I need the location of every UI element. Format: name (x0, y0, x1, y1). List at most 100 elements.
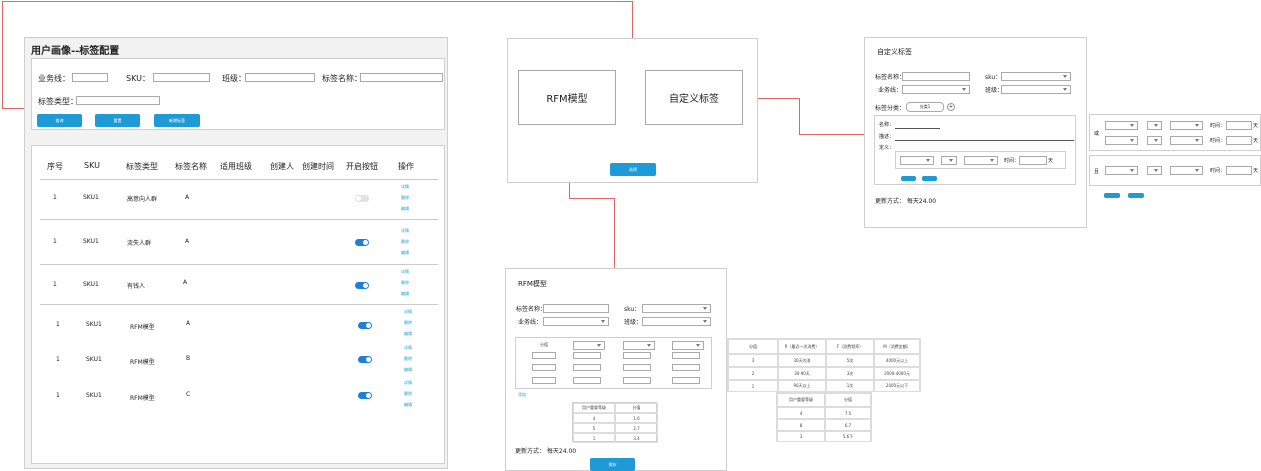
or-select-4[interactable] (1105, 136, 1138, 145)
delete-link[interactable]: 删除 (401, 195, 409, 200)
add-tag-button[interactable]: 新增标签 (154, 114, 200, 127)
business-line-select[interactable] (543, 317, 609, 326)
row-toggle[interactable] (355, 239, 369, 246)
category-button[interactable]: 分类1 (906, 102, 944, 112)
edit-link[interactable]: 编辑 (404, 367, 412, 372)
row-index: 1 (56, 392, 60, 399)
choose-button[interactable]: 选择 (610, 163, 656, 176)
r-input[interactable] (573, 364, 601, 371)
delete-link[interactable]: 删除 (401, 239, 409, 244)
or-select-2[interactable] (1147, 121, 1162, 130)
and-select-1[interactable] (1105, 166, 1138, 175)
f-input[interactable] (623, 377, 651, 384)
and-select-2[interactable] (1147, 166, 1162, 175)
m-input[interactable] (672, 364, 700, 371)
row-toggle[interactable] (358, 392, 372, 399)
add-link[interactable]: 添加 (518, 392, 526, 397)
score-input[interactable] (532, 377, 556, 384)
condition-cancel-button[interactable] (922, 176, 937, 181)
delete-link[interactable]: 删除 (404, 391, 412, 396)
ref-header: F（消费频率） (826, 339, 874, 354)
tag-name-input[interactable] (360, 73, 443, 82)
detail-link[interactable]: 详情 (404, 345, 412, 350)
ref-cell: 2000元以下 (874, 380, 920, 392)
query-button[interactable]: 查询 (37, 114, 82, 127)
edit-link[interactable]: 编辑 (401, 250, 409, 255)
time-input[interactable] (1226, 136, 1252, 145)
row-sku: SKU1 (86, 356, 102, 363)
score-cell: 2.7 (615, 423, 658, 433)
filter-section: 业务线： SKU： 班级： 标签名称： 标签类型： 查询 重置 新增标签 (31, 58, 445, 130)
reset-button[interactable]: 重置 (95, 114, 140, 127)
delete-link[interactable]: 删除 (404, 320, 412, 325)
detail-link[interactable]: 详情 (401, 269, 409, 274)
score-input[interactable] (532, 352, 556, 359)
connector-line (799, 98, 800, 134)
detail-link[interactable]: 详情 (404, 309, 412, 314)
detail-link[interactable]: 详情 (401, 184, 409, 189)
sku-select[interactable] (1001, 72, 1071, 81)
edit-link[interactable]: 编辑 (404, 402, 412, 407)
edit-link[interactable]: 编辑 (401, 206, 409, 211)
sku-input[interactable] (153, 73, 210, 82)
row-toggle[interactable] (358, 322, 372, 329)
business-line-input[interactable] (72, 73, 108, 82)
f-input[interactable] (623, 364, 651, 371)
row-toggle[interactable] (355, 282, 369, 289)
header-class: 适用班级 (220, 162, 252, 171)
m-input[interactable] (672, 377, 700, 384)
detail-link[interactable]: 详情 (401, 228, 409, 233)
rfm-model-panel: RFM模型 标签名称： sku： 业务线： 班级： 分值 添加 用户重要等级 分… (505, 268, 727, 471)
custom-tag-option[interactable]: 自定义标签 (645, 70, 743, 125)
score-header: 分值 (540, 342, 548, 347)
condition-select-1[interactable] (900, 156, 934, 165)
condition-select-3[interactable] (964, 156, 998, 165)
save-button[interactable]: 保存 (590, 458, 635, 471)
group-confirm-button[interactable] (1104, 193, 1120, 198)
row-type: 流失人群 (127, 240, 152, 247)
class-select[interactable] (642, 317, 711, 326)
f-input[interactable] (623, 352, 651, 359)
delete-link[interactable]: 删除 (401, 280, 409, 285)
and-select-3[interactable] (1170, 166, 1203, 175)
row-toggle[interactable] (358, 356, 372, 363)
ref-cell: 6.7 (825, 419, 871, 431)
name-underline (895, 128, 940, 129)
business-line-select[interactable] (902, 85, 970, 94)
row-name: A (186, 320, 191, 327)
or-select-1[interactable] (1105, 121, 1138, 130)
score-input[interactable] (532, 364, 556, 371)
group-cancel-button[interactable] (1128, 193, 1144, 198)
or-select-5[interactable] (1147, 136, 1162, 145)
add-category-icon[interactable]: + (947, 103, 955, 111)
condition-select-2[interactable] (941, 156, 957, 165)
m-input[interactable] (672, 352, 700, 359)
time-input[interactable] (1019, 156, 1047, 165)
r-input[interactable] (573, 352, 601, 359)
r-select[interactable] (573, 341, 605, 350)
sku-select[interactable] (642, 304, 711, 313)
tag-name-input[interactable] (543, 304, 609, 313)
connector-line (799, 134, 867, 135)
rfm-option[interactable]: RFM模型 (518, 70, 616, 125)
time-input[interactable] (1226, 166, 1252, 175)
delete-link[interactable]: 删除 (404, 356, 412, 361)
or-select-3[interactable] (1170, 121, 1203, 130)
or-select-6[interactable] (1170, 136, 1203, 145)
or-condition-group: 或 时间： 天 时间： 天 (1089, 114, 1261, 151)
detail-link[interactable]: 详情 (404, 380, 412, 385)
edit-link[interactable]: 编辑 (401, 291, 409, 296)
edit-link[interactable]: 编辑 (404, 331, 412, 336)
tag-type-input[interactable] (76, 96, 160, 105)
r-input[interactable] (573, 377, 601, 384)
time-input[interactable] (1226, 121, 1252, 130)
row-toggle[interactable] (355, 195, 369, 202)
class-input[interactable] (245, 73, 315, 82)
tag-name-input[interactable] (902, 72, 970, 81)
row-name: A (183, 279, 188, 286)
f-select[interactable] (623, 341, 655, 350)
m-select[interactable] (672, 341, 704, 350)
condition-confirm-button[interactable] (901, 176, 916, 181)
class-select[interactable] (1001, 85, 1071, 94)
define-label: 定义： (879, 145, 895, 151)
